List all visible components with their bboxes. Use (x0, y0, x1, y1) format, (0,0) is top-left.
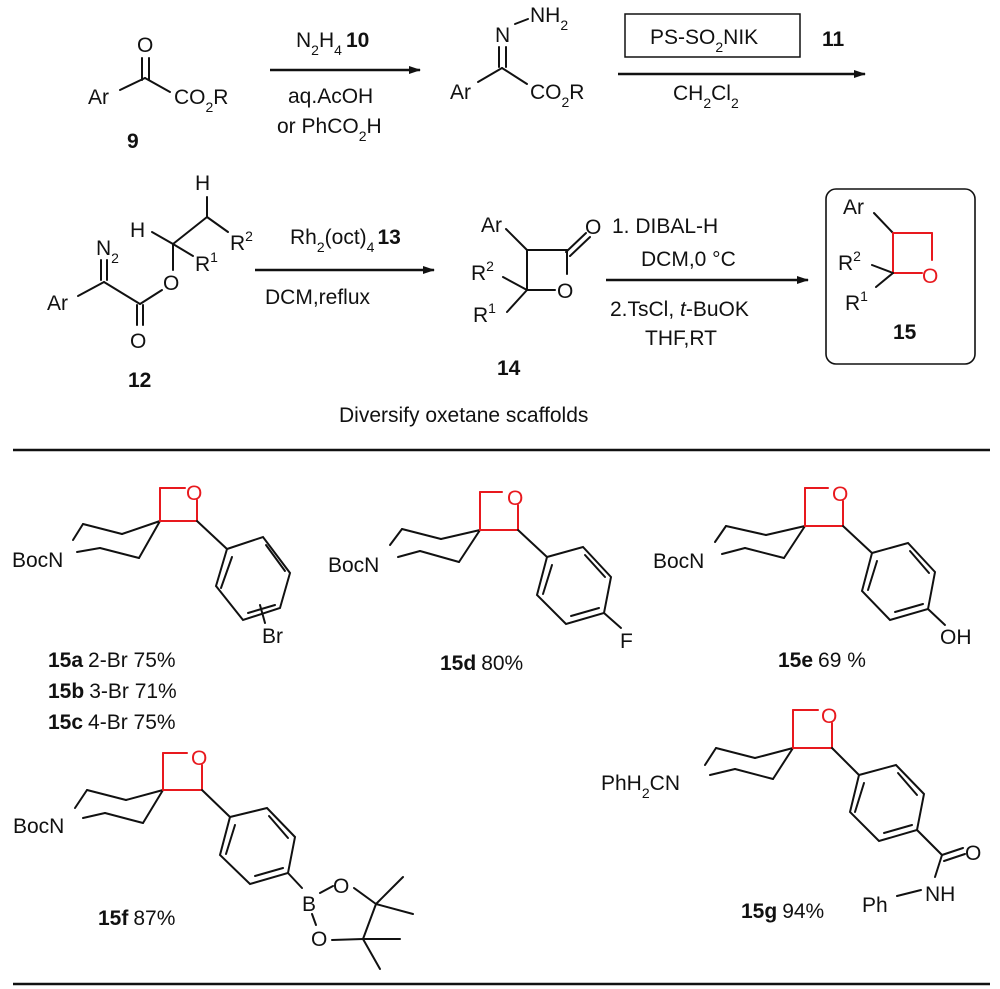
atom-H: H (195, 172, 210, 195)
hydrazone-intermediate: N NH2 Ar CO2R (450, 4, 584, 110)
atom-R2: R2 (838, 248, 861, 275)
atom-Br: Br (262, 625, 283, 648)
compound-label-15: 15 (893, 321, 917, 344)
product-box (825, 188, 976, 365)
atom-BocN: BocN (653, 550, 704, 573)
ester-group: CO2R (530, 81, 584, 110)
atom-Ar: Ar (450, 81, 471, 104)
atom-NH: NH (925, 883, 955, 906)
atom-BocN: BocN (13, 815, 64, 838)
atom-R1: R1 (195, 249, 218, 276)
atom-O-oxetane: O (821, 705, 837, 728)
atom-R2: R2 (230, 228, 253, 255)
atom-Ar: Ar (843, 196, 864, 219)
atom-H: H (130, 219, 145, 242)
atom-PhH2CN: PhH2CN (601, 772, 680, 801)
compound-label-14: 14 (497, 357, 521, 380)
reagent-benzoic-acid: or PhCO2H (277, 115, 382, 144)
condition-tscl-tbuok: 2.TsCl, t-BuOK (610, 298, 749, 321)
atom-R2: R2 (471, 258, 494, 285)
scheme-caption: Diversify oxetane scaffolds (339, 404, 588, 427)
atom-O-oxetane: O (186, 482, 202, 505)
atom-O-ester: O (163, 272, 179, 295)
atom-O-ring: O (557, 280, 573, 303)
atom-BocN: BocN (12, 549, 63, 572)
condition-dibal: 1. DIBAL-H (612, 215, 718, 238)
compound-9: O Ar CO2R 9 (88, 34, 228, 153)
compound-14: Ar O O R2 R1 14 (471, 214, 601, 380)
atom-O: O (311, 928, 327, 951)
atom-O-oxetane: O (922, 265, 938, 288)
atom-NH2: NH2 (530, 4, 568, 33)
atom-O-amide: O (965, 842, 981, 865)
ester-group: CO2R (174, 86, 228, 115)
compound-12: H H R2 R1 O N2 Ar O 12 (47, 172, 253, 392)
condition-thf-rt: THF,RT (645, 327, 717, 350)
reagent-number-11: 11 (822, 28, 845, 51)
compound-label-12: 12 (128, 369, 151, 392)
product-15: Ar O R2 R1 15 (825, 188, 976, 365)
atom-N2: N2 (96, 237, 119, 266)
atom-O: O (137, 34, 153, 57)
atom-OH: OH (940, 626, 972, 649)
atom-O-oxetane: O (191, 747, 207, 770)
atom-O-carbonyl: O (585, 216, 601, 239)
solvent-dcm: CH2Cl2 (673, 82, 739, 111)
atom-O-carbonyl: O (130, 330, 146, 353)
atom-O-oxetane: O (832, 483, 848, 506)
atom-O-oxetane: O (507, 487, 523, 510)
compound-label-9: 9 (127, 130, 139, 153)
atom-Ph: Ph (862, 894, 888, 917)
atom-B: B (302, 893, 316, 916)
boxed-reagent (624, 13, 801, 58)
atom-R1: R1 (845, 288, 868, 315)
atom-R1: R1 (473, 300, 496, 327)
atom-Ar: Ar (88, 86, 109, 109)
atom-BocN: BocN (328, 554, 379, 577)
atom-Ar: Ar (47, 292, 68, 315)
atom-Ar: Ar (481, 214, 502, 237)
reagent-acetic-acid: aq.AcOH (288, 85, 373, 108)
atom-N: N (495, 24, 510, 47)
atom-F: F (620, 630, 633, 653)
conditions-dcm-reflux: DCM,reflux (265, 286, 371, 309)
atom-O: O (333, 875, 349, 898)
reagent-ps-so2nik: PS-SO2NIK (650, 26, 758, 55)
condition-dcm-0c: DCM,0 °C (641, 248, 736, 271)
